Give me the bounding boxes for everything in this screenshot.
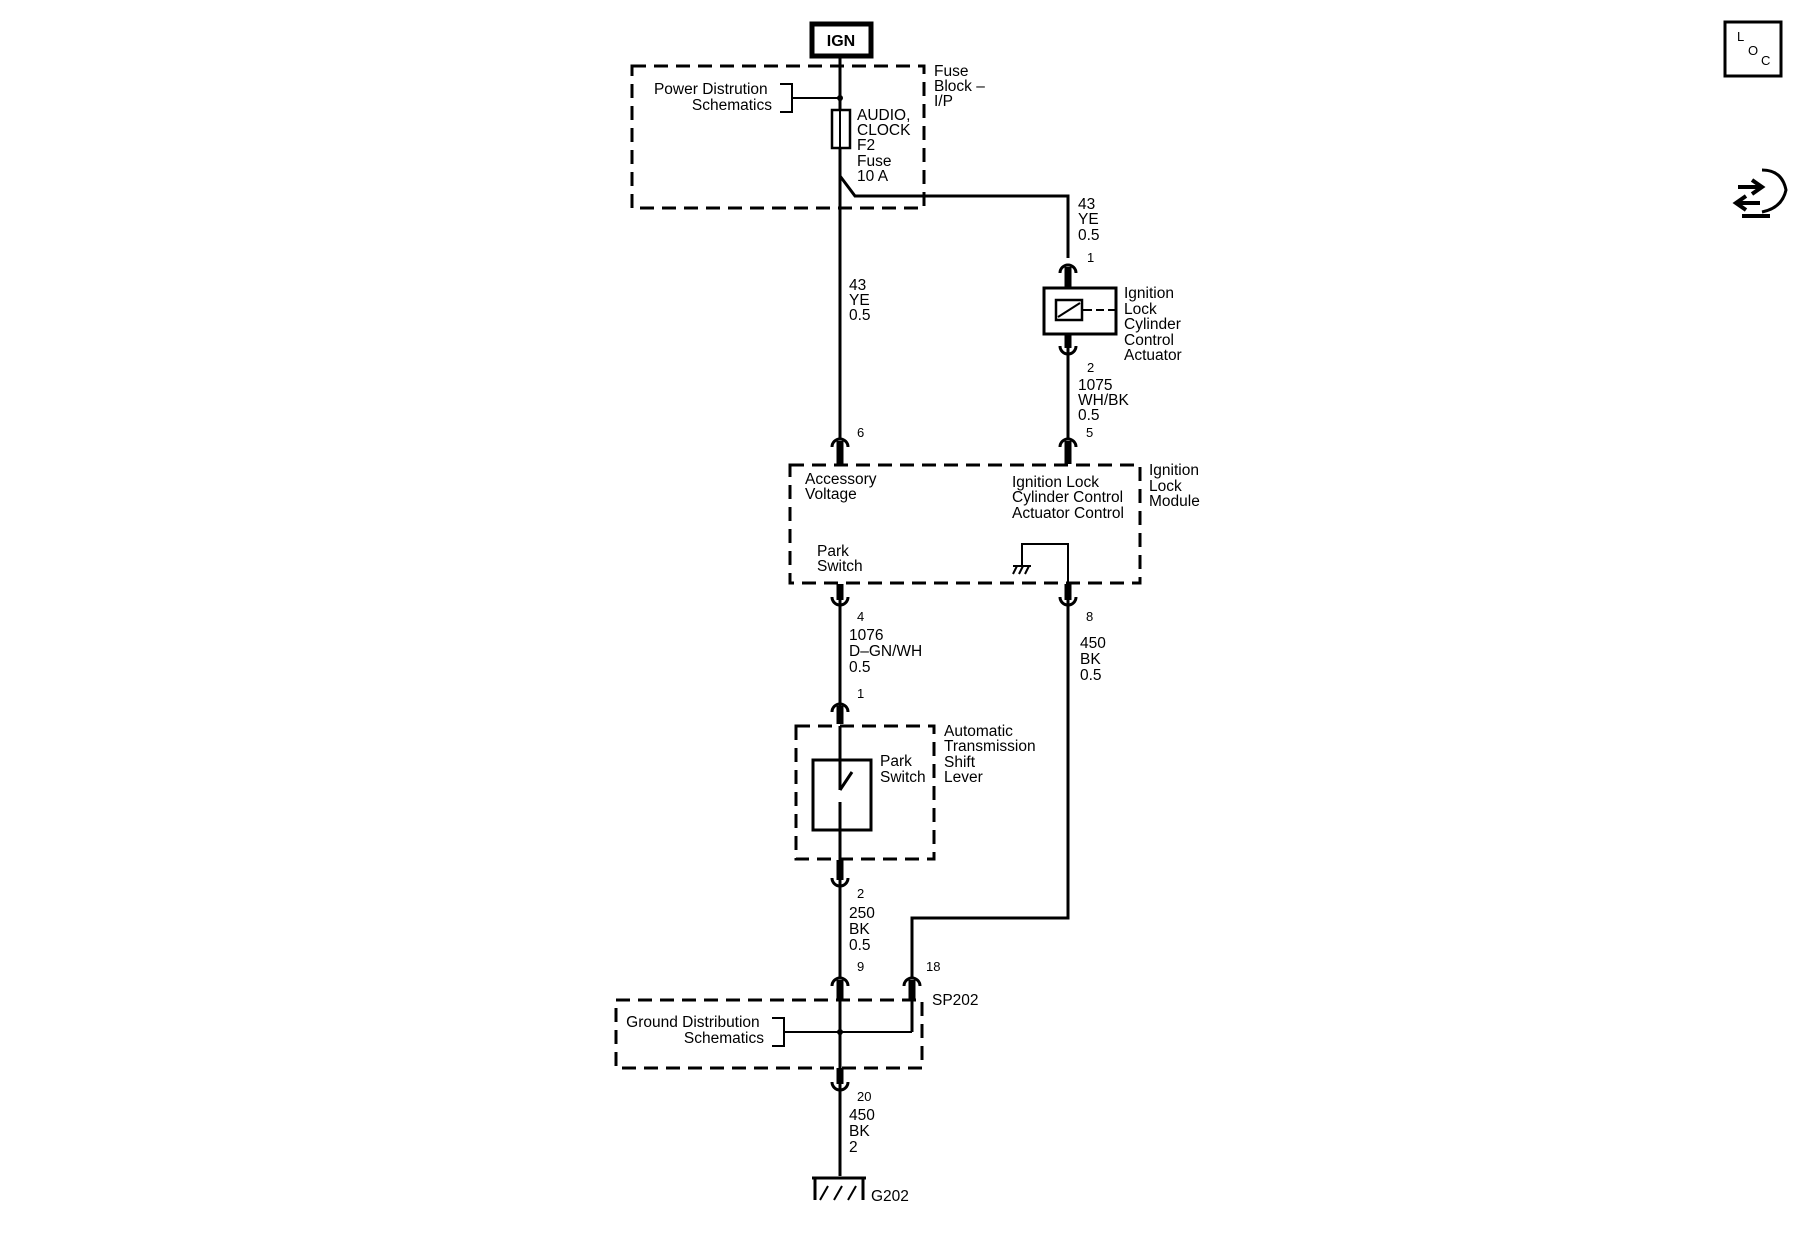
ground-pin-18: 18 bbox=[926, 959, 940, 974]
internal-ground-icon bbox=[1012, 543, 1069, 584]
shift-lever-outline bbox=[794, 724, 936, 861]
ground-distribution-label: Ground Distribution Schematics bbox=[626, 1014, 764, 1047]
module-pin-6: 6 bbox=[857, 425, 864, 440]
fuse-block-label: Fuse Block – I/P bbox=[934, 63, 989, 110]
module-pin-8: 8 bbox=[1086, 609, 1093, 624]
module-outline bbox=[788, 463, 1142, 585]
actuator-label: Ignition Lock Cylinder Control Actuator bbox=[1124, 285, 1185, 364]
park-switch-label: Park Switch bbox=[880, 753, 926, 786]
svg-text:L: L bbox=[1737, 29, 1744, 44]
wire-1075-label: 1075 WH/BK 0.5 bbox=[1078, 377, 1133, 424]
svg-text:O: O bbox=[1748, 43, 1758, 58]
wire-1076-label: 1076 D–GN/WH 0.5 bbox=[849, 627, 927, 676]
fuse-label: AUDIO, CLOCK F2 Fuse 10 A bbox=[857, 107, 915, 185]
actuator-pin-1: 1 bbox=[1087, 250, 1094, 265]
switch-pin-1: 1 bbox=[857, 686, 864, 701]
switch-pin-2: 2 bbox=[857, 886, 864, 901]
module-pin-4: 4 bbox=[857, 609, 864, 624]
power-distribution-label: Power Distrution Schematics bbox=[654, 81, 772, 114]
module-label: Ignition Lock Module bbox=[1149, 462, 1203, 510]
ground-pin-20: 20 bbox=[857, 1089, 871, 1104]
accessory-voltage-label: Accessory Voltage bbox=[805, 471, 881, 503]
wire-43-main-label: 43 YE 0.5 bbox=[849, 277, 874, 324]
shift-lever-label: Automatic Transmission Shift Lever bbox=[944, 723, 1040, 786]
loc-icon[interactable]: L O C bbox=[1723, 20, 1783, 78]
ground-icon bbox=[812, 1176, 866, 1201]
switch-contact-icon bbox=[838, 771, 854, 791]
wire-450-ground-label: 450 BK 2 bbox=[849, 1107, 879, 1156]
connector-navigation-icon[interactable] bbox=[1732, 168, 1788, 218]
actuator-pin-2: 2 bbox=[1087, 360, 1094, 375]
park-switch-box bbox=[811, 758, 873, 832]
ground-pin-9: 9 bbox=[857, 959, 864, 974]
ign-power-box: IGN bbox=[809, 21, 874, 59]
splice-label: SP202 bbox=[932, 992, 979, 1009]
svg-text:C: C bbox=[1761, 53, 1770, 68]
ground-point-label: G202 bbox=[871, 1188, 909, 1205]
wire-450-module-label: 450 BK 0.5 bbox=[1080, 635, 1110, 684]
ground-distribution-outline bbox=[614, 998, 924, 1070]
module-park-switch-label: Park Switch bbox=[817, 543, 863, 575]
wire-43-actuator-label: 43 YE 0.5 bbox=[1078, 196, 1103, 244]
ign-label: IGN bbox=[827, 33, 855, 50]
actuator-control-label: Ignition Lock Cylinder Control Actuator … bbox=[1012, 474, 1127, 522]
fuse-block-outline bbox=[630, 64, 926, 210]
module-pin-5: 5 bbox=[1086, 425, 1093, 440]
wire-250-label: 250 BK 0.5 bbox=[849, 905, 879, 954]
